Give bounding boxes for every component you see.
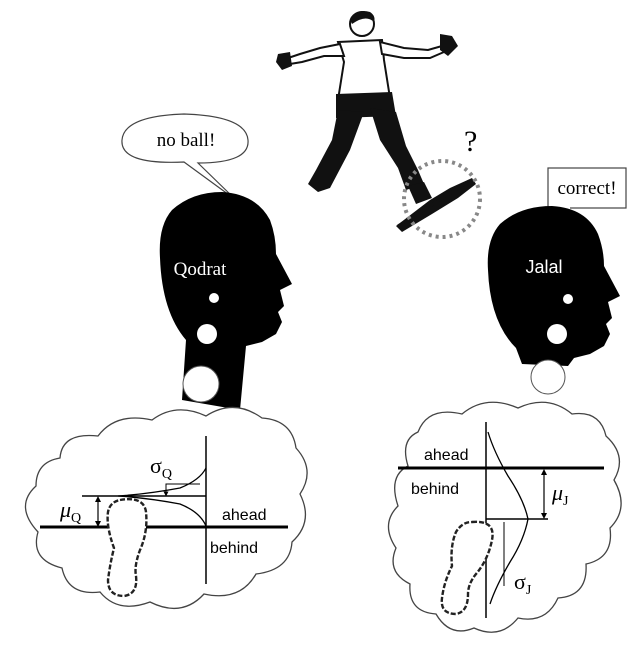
left-ahead-label: ahead xyxy=(222,507,267,524)
bowler-figure xyxy=(276,11,482,239)
thought-dot-large xyxy=(530,359,566,395)
left-speech-bubble xyxy=(121,113,249,201)
thought-dot-medium xyxy=(197,324,217,344)
left-mu-label: μQ xyxy=(59,497,81,526)
thought-dot-small xyxy=(563,294,573,304)
right-thought-cloud xyxy=(387,401,622,633)
left-behind-label: behind xyxy=(210,540,258,557)
thought-dot-small xyxy=(209,293,219,303)
thought-dot-large xyxy=(182,365,220,403)
left-speech-text: no ball! xyxy=(157,130,216,151)
right-behind-label: behind xyxy=(411,481,459,498)
left-sigma-label: σQ xyxy=(150,453,172,482)
left-belief-distribution xyxy=(117,467,207,527)
question-mark: ? xyxy=(464,125,477,158)
left-belief-chart xyxy=(40,436,288,598)
left-sigma-arrow xyxy=(163,483,200,497)
right-mu-label: μJ xyxy=(551,480,569,509)
left-head-name: Qodrat xyxy=(174,259,227,280)
right-footprint xyxy=(440,520,494,616)
thought-dot-medium xyxy=(547,324,567,344)
right-head-name: Jalal xyxy=(525,257,562,277)
left-footprint xyxy=(106,498,148,598)
dotted-focus-circle xyxy=(402,159,482,239)
left-thought-cloud xyxy=(24,406,308,610)
right-belief-distribution xyxy=(487,431,529,605)
right-belief-chart xyxy=(398,422,604,618)
right-ahead-label: ahead xyxy=(424,447,469,464)
right-speech-text: correct! xyxy=(557,178,616,199)
right-head-silhouette xyxy=(487,206,620,366)
right-sigma-label: σJ xyxy=(514,569,532,598)
left-head-silhouette xyxy=(159,192,292,410)
